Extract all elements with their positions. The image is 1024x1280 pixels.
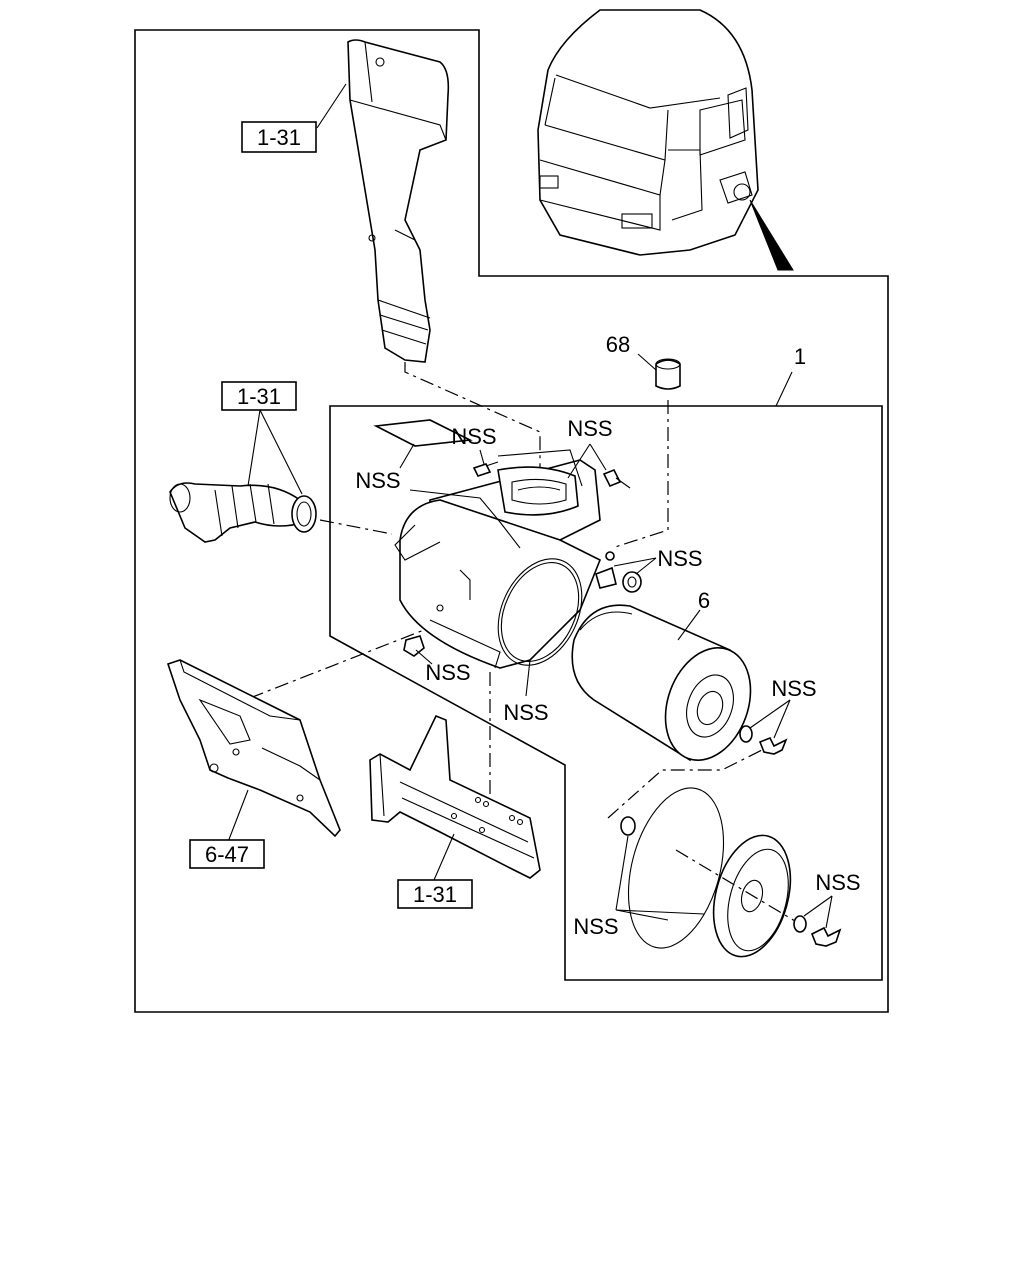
leader-nss-clamp-a: [567, 443, 591, 479]
leader-nss-drain: [415, 649, 433, 665]
nss-element-label: NSS: [771, 676, 816, 701]
assembly-line-cap: [611, 400, 669, 549]
leader-1-31-top: [316, 83, 347, 129]
assembly-line-cover: [607, 749, 763, 819]
part-1-label: 1: [794, 344, 806, 369]
leader-68: [637, 353, 657, 371]
leader-1-31-hose-a: [247, 409, 261, 487]
nss-cover-nut-label: NSS: [815, 870, 860, 895]
ref-box-1-31-hose: [221, 381, 297, 411]
leader-nss-clamp-b: [589, 443, 607, 471]
bolt: [472, 461, 499, 477]
part-6-label: 6: [698, 588, 710, 613]
ref-1-31-bottom-label: 1-31: [413, 882, 457, 907]
leader-6: [677, 609, 701, 641]
small-seal: [620, 816, 636, 836]
nss-bolt-label: NSS: [451, 424, 496, 449]
filter-element: [571, 604, 752, 762]
truck-cab-illustration: [537, 9, 794, 271]
bracket-6-47: [166, 659, 341, 838]
leader-nss-cover-nut-a: [803, 895, 833, 917]
assembly-line-hose: [319, 519, 393, 535]
leader-nss-band: [525, 659, 531, 697]
intake-hose: [169, 482, 306, 543]
leader-nss-cover-a: [615, 835, 629, 911]
drain-valve: [403, 635, 425, 657]
upper-intake-duct: [347, 39, 450, 363]
nut-washer: [595, 551, 642, 593]
element-wing-nut: [739, 725, 788, 755]
leader-nss-bolt: [479, 449, 485, 465]
hose-clamp: [291, 495, 317, 533]
clamp-bolt: [602, 468, 631, 489]
leader-nss-gasket: [399, 443, 415, 469]
assembly-line-duct: [404, 362, 541, 490]
clamp-strap: [497, 449, 583, 487]
assembly-frame: [329, 405, 883, 981]
leader-nss-cover-c: [615, 909, 705, 915]
outer-frame: [134, 29, 889, 1013]
air-cleaner-housing: [394, 459, 602, 669]
leader-1-31-hose-b: [259, 409, 303, 495]
nss-clamp-label: NSS: [567, 416, 612, 441]
nss-gasket-label: NSS: [355, 468, 400, 493]
part-68-label: 68: [606, 332, 630, 357]
leader-nss-element-a: [749, 699, 791, 729]
leader-1: [775, 371, 793, 407]
cap-part-68: [655, 358, 681, 390]
ref-1-31-top-label: 1-31: [257, 125, 301, 150]
leader-6-47: [227, 789, 249, 843]
leader-nss-nut-a: [613, 557, 657, 567]
leader-nss-cover-b: [615, 909, 669, 921]
cover-wing-nut: [793, 915, 842, 947]
ref-6-47-label: 6-47: [205, 842, 249, 867]
ref-box-1-31-bottom: [397, 879, 473, 909]
frame-bracket-1-31: [369, 714, 541, 879]
nss-drain-label: NSS: [425, 660, 470, 685]
leader-nss-cover-nut-b: [825, 895, 833, 929]
cover-seal: [627, 787, 725, 949]
ref-box-6-47: [189, 839, 265, 869]
housing-band-ring: [497, 558, 583, 666]
nss-nut-label: NSS: [657, 546, 702, 571]
leader-1-31-bottom: [433, 833, 455, 881]
leader-nss-nut-b: [635, 557, 657, 575]
nss-band-label: NSS: [503, 700, 548, 725]
nss-cover-label: NSS: [573, 914, 618, 939]
ref-box-1-31-top: [241, 121, 317, 153]
ref-1-31-hose-label: 1-31: [237, 384, 281, 409]
gasket: [373, 419, 473, 447]
leader-nss-element-b: [773, 699, 791, 739]
